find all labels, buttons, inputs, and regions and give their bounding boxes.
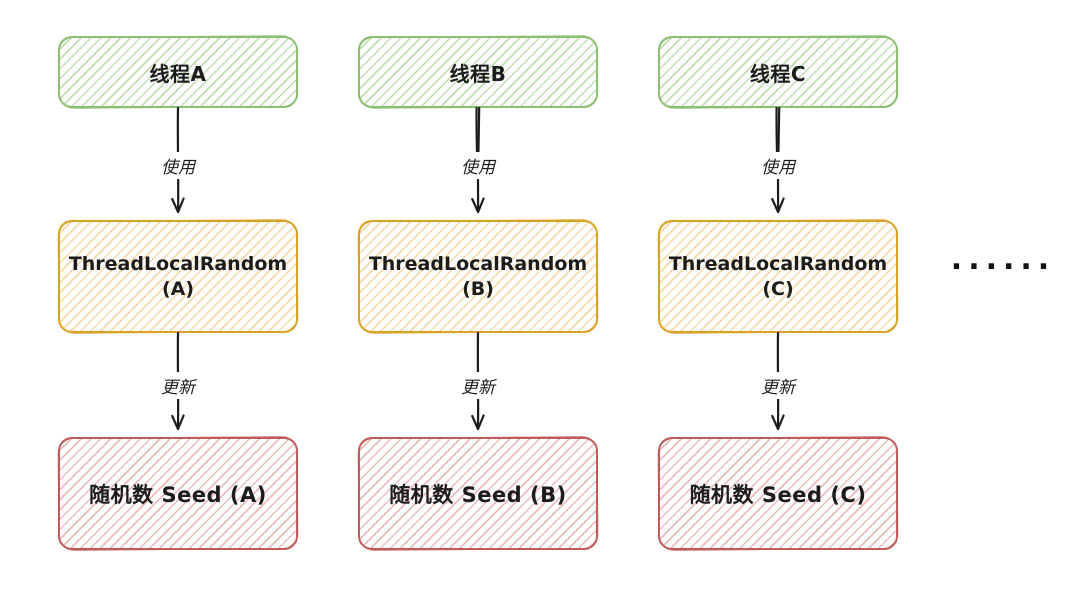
thread-node: 线程A: [58, 36, 298, 108]
thread-node-label: 线程B: [449, 61, 507, 86]
update-arrow-label: 更新: [757, 372, 799, 399]
seed-node-label: 随机数 Seed (C): [689, 482, 867, 507]
seed-node-label: 随机数 Seed (B): [389, 482, 567, 507]
threadlocalrandom-label: ThreadLocalRandom: [68, 252, 288, 275]
seed-node-label: 随机数 Seed (A): [89, 482, 267, 507]
use-arrow-label: 使用: [157, 152, 199, 179]
thread-node: 线程C: [658, 36, 898, 108]
thread-node-label: 线程A: [149, 61, 207, 86]
use-arrow-label: 使用: [757, 152, 799, 179]
seed-node: 随机数 Seed (B): [358, 437, 598, 550]
thread-node: 线程B: [358, 36, 598, 108]
threadlocalrandom-sublabel: (B): [462, 277, 494, 300]
use-arrow-label: 使用: [457, 152, 499, 179]
threadlocalrandom-sublabel: (C): [762, 277, 794, 300]
thread-column-c: 线程C 使用 ThreadLocalRandom (C) 更新 随机数 Seed…: [658, 0, 898, 608]
update-arrow-label: 更新: [157, 372, 199, 399]
thread-column-a: 线程A 使用 ThreadLocalRandom (A) 更新 随机数 Seed…: [58, 0, 298, 608]
ellipsis-more-columns: ......: [950, 242, 1056, 277]
threadlocalrandom-label: ThreadLocalRandom: [368, 252, 588, 275]
threadlocalrandom-label: ThreadLocalRandom: [668, 252, 888, 275]
thread-column-b: 线程B 使用 ThreadLocalRandom (B) 更新 随机数 Seed…: [358, 0, 598, 608]
update-arrow-label: 更新: [457, 372, 499, 399]
threadlocalrandom-node: ThreadLocalRandom (B): [358, 220, 598, 333]
threadlocalrandom-node: ThreadLocalRandom (C): [658, 220, 898, 333]
seed-node: 随机数 Seed (A): [58, 437, 298, 550]
seed-node: 随机数 Seed (C): [658, 437, 898, 550]
threadlocalrandom-sublabel: (A): [161, 277, 195, 300]
thread-node-label: 线程C: [749, 61, 807, 86]
threadlocalrandom-node: ThreadLocalRandom (A): [58, 220, 298, 333]
